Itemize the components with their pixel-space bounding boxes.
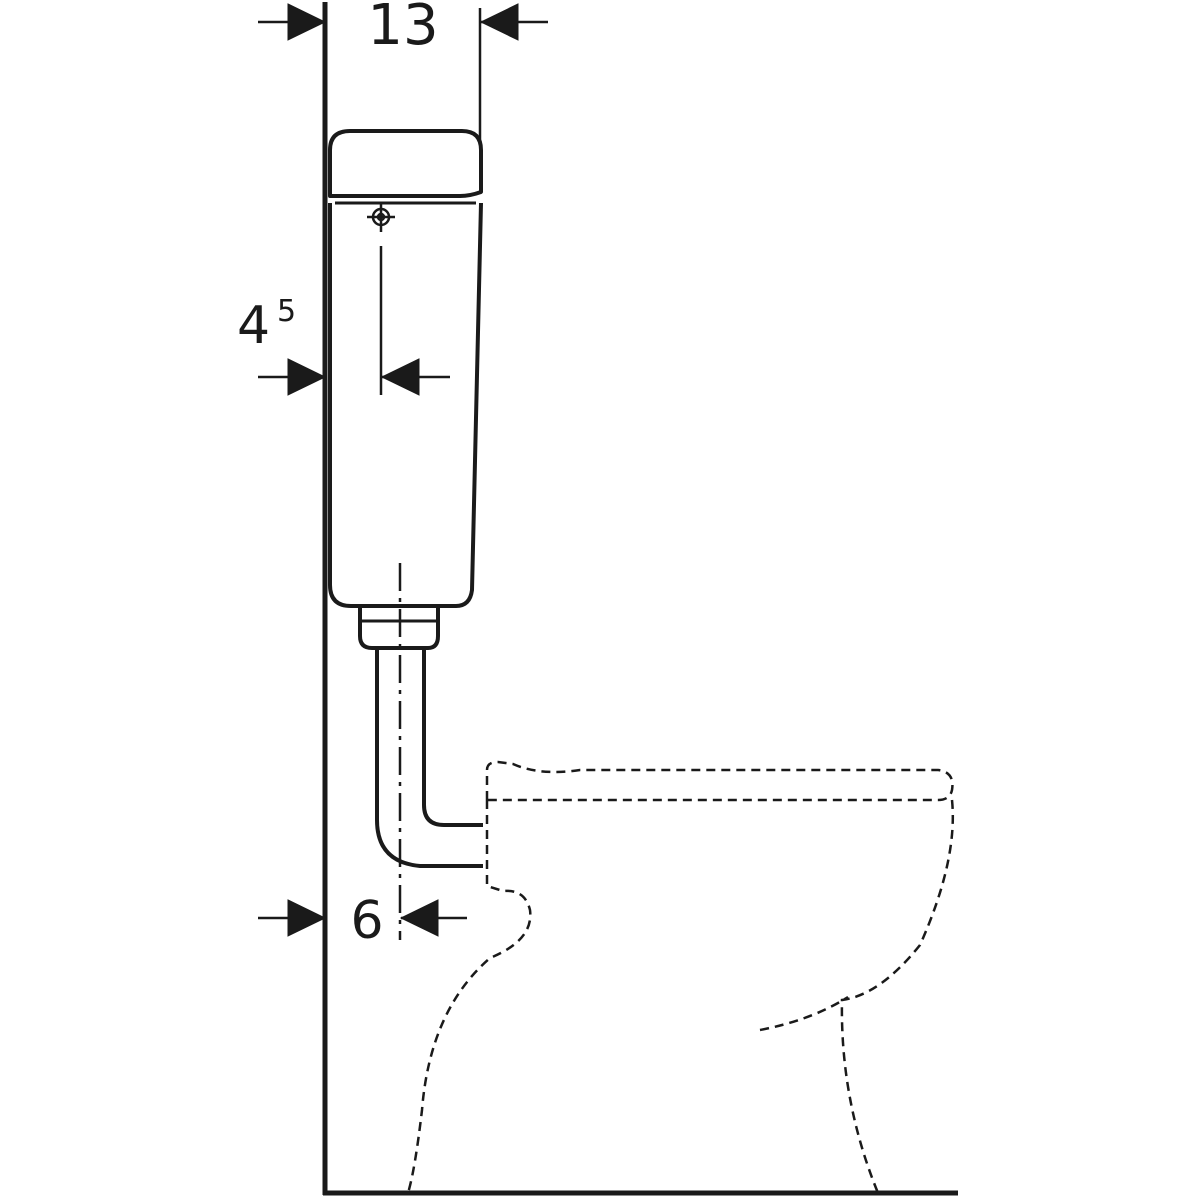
arrow-left-icon (479, 3, 519, 41)
fixing-hole-icon (367, 204, 395, 232)
dimension-13-label: 13 (367, 0, 438, 58)
toilet-seat (485, 760, 954, 802)
dimension-4-label: 4 (237, 296, 270, 356)
cistern-lid (328, 129, 483, 198)
toilet-body (406, 799, 955, 1194)
toilet-trap (759, 995, 849, 1032)
flush-pipe-outer (375, 648, 483, 868)
arrow-right-icon (287, 358, 327, 396)
cistern (328, 129, 483, 868)
dimension-top-width (258, 3, 548, 142)
wall-and-floor (322, 2, 958, 1196)
cistern-body (328, 202, 483, 608)
dimension-wall-to-pipe (258, 899, 467, 937)
flush-pipe-inner (422, 648, 483, 827)
arrow-right-icon (287, 899, 327, 937)
arrow-left-icon (399, 899, 439, 937)
arrow-left-icon (380, 358, 420, 396)
centre-lines (379, 246, 402, 940)
toilet-bowl-dashed (406, 760, 955, 1194)
arrow-right-icon (287, 3, 327, 41)
dimension-wall-to-fixing (258, 358, 450, 396)
dimension-6-label: 6 (350, 891, 383, 951)
dimension-5-superscript: 5 (277, 294, 296, 329)
